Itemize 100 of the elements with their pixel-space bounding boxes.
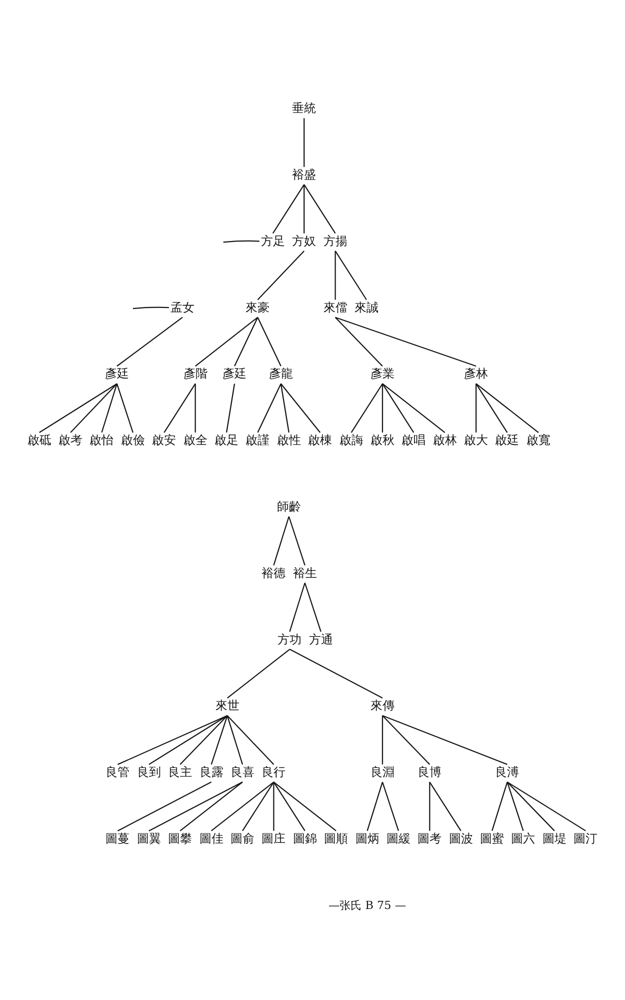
- node-text: 啟謹: [246, 432, 270, 447]
- connector: [289, 648, 383, 698]
- connector: [288, 516, 306, 565]
- connector: [226, 714, 244, 764]
- node-text: 圖俞: [230, 830, 255, 845]
- node-text: 彥階: [183, 366, 208, 380]
- node-text: 圖炳: [355, 830, 380, 845]
- connector: [334, 250, 367, 300]
- connector: [148, 781, 243, 831]
- connector: [334, 250, 336, 300]
- node-text: 啟安: [152, 432, 176, 447]
- connector: [226, 714, 274, 764]
- connector: [116, 316, 183, 366]
- node-text: 垂統: [292, 100, 316, 115]
- node-text: 良到: [136, 764, 161, 779]
- node-text: 圖蔓: [106, 830, 130, 845]
- connector: [476, 382, 539, 432]
- node-text: 啟廷: [495, 432, 520, 447]
- node-text: 圖攀: [168, 830, 192, 845]
- node-text: 圖六: [511, 830, 536, 845]
- node-text: 啟棟: [308, 432, 332, 447]
- node-text: 來世: [215, 698, 240, 712]
- node-text: 方通: [308, 632, 333, 646]
- connector: [70, 382, 118, 432]
- node-text: 啟怡: [90, 432, 114, 447]
- connector: [273, 781, 306, 831]
- connector: [304, 184, 336, 234]
- node-text: 裕德: [262, 565, 286, 580]
- node-text: 圖波: [448, 830, 473, 845]
- node-text: 方功: [278, 632, 302, 646]
- node-text: 彥龍: [268, 366, 293, 380]
- node-text: 來儅: [323, 300, 348, 314]
- connector: [429, 782, 430, 830]
- connector: [101, 383, 118, 432]
- node-text: 圖順: [324, 830, 348, 845]
- connector: [223, 240, 260, 242]
- node-text: 啟足: [214, 432, 239, 447]
- node-text: 啟誨: [339, 432, 364, 447]
- connector: [180, 714, 228, 764]
- node-text: 啟秋: [370, 432, 394, 447]
- connector: [304, 184, 305, 233]
- node-text: 彥廷: [222, 366, 247, 380]
- connector: [280, 383, 290, 432]
- connector: [382, 382, 414, 432]
- connector: [242, 781, 274, 831]
- node-text: 來傳: [370, 698, 394, 712]
- connector: [334, 316, 383, 366]
- node-text: 啟寬: [526, 432, 550, 447]
- node-text: 來誠: [354, 300, 378, 314]
- connector: [226, 648, 290, 698]
- connector: [257, 382, 282, 432]
- connector: [506, 781, 555, 831]
- connector: [118, 714, 228, 764]
- node-text: 彥林: [464, 366, 488, 380]
- connector: [273, 516, 290, 565]
- connector: [39, 382, 118, 432]
- node-text: 啟考: [58, 432, 83, 447]
- node-text: 啟儉: [120, 432, 145, 447]
- node-text: 孟女: [170, 300, 195, 314]
- connector: [506, 781, 524, 830]
- node-text: 良淵: [370, 764, 394, 779]
- connector: [350, 382, 383, 432]
- connector: [304, 118, 305, 166]
- node-text: 圖蜜: [480, 830, 504, 845]
- connector: [210, 781, 274, 831]
- node-text: 良露: [199, 764, 224, 779]
- node-text: 啟大: [464, 432, 488, 447]
- node-text: 方奴: [292, 233, 316, 248]
- node-text: 方足: [260, 233, 285, 248]
- connector: [148, 714, 228, 764]
- connector: [272, 184, 305, 234]
- node-text: 圖錦: [292, 830, 317, 845]
- node-text: 圖庄: [262, 830, 286, 845]
- connector: [117, 781, 212, 831]
- connector: [492, 781, 508, 830]
- connector: [366, 781, 384, 830]
- node-text: 良博: [418, 764, 442, 779]
- connector: [476, 383, 477, 432]
- connector: [382, 715, 384, 764]
- node-text: 良行: [262, 764, 286, 779]
- node-text: 來豪: [246, 300, 270, 314]
- connector: [382, 714, 508, 764]
- node-text: 良喜: [230, 764, 255, 779]
- connector: [210, 714, 228, 764]
- connector: [382, 382, 446, 432]
- node-text: 圖緩: [386, 830, 410, 845]
- node-text: 良主: [168, 764, 192, 779]
- connector: [273, 782, 274, 830]
- node-text: 師齡: [276, 499, 301, 513]
- label: —张氏 B 75 —: [328, 898, 406, 912]
- connector: [335, 316, 476, 366]
- node-text: 裕生: [292, 565, 317, 580]
- node-text: 啟性: [276, 432, 301, 447]
- node-text: 裕盛: [292, 167, 316, 182]
- node-text: 啟砥: [27, 432, 52, 447]
- node-text: 圖汀: [574, 830, 598, 845]
- connector: [304, 582, 322, 632]
- node-text: 啟唱: [402, 432, 426, 447]
- connector: [476, 382, 508, 432]
- node-text: 彥業: [370, 366, 394, 380]
